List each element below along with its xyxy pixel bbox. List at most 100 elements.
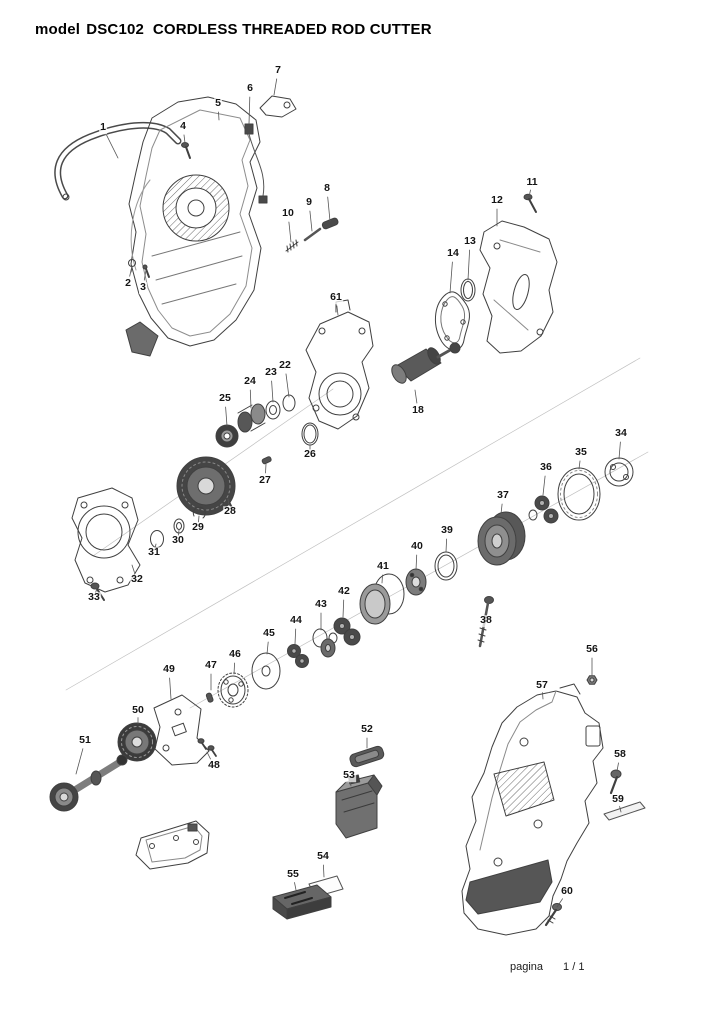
leader-line-54 — [322, 864, 325, 878]
leader-line-39 — [445, 538, 448, 553]
leader-line-18 — [414, 389, 418, 404]
part-40-gear-disc — [405, 568, 427, 596]
leader-line-55 — [294, 882, 297, 891]
leader-line-36 — [542, 475, 546, 496]
leader-line-42 — [342, 599, 345, 618]
part-29-c-ring — [192, 506, 206, 519]
leader-line-48 — [206, 751, 211, 760]
part-14-gasket — [435, 291, 470, 351]
leader-line-37 — [500, 503, 503, 515]
part-39-washer — [434, 551, 458, 581]
leader-line-27 — [265, 463, 267, 474]
footer-page-number: 1 / 1 — [563, 961, 585, 973]
leader-line-38 — [486, 602, 489, 614]
part-55-terminal-block — [272, 884, 332, 920]
leader-line-22 — [285, 373, 290, 398]
leader-line-28 — [227, 498, 230, 506]
part-53-switch — [335, 774, 383, 839]
part-10-spring — [285, 239, 299, 253]
title-model-label: model — [35, 21, 81, 38]
part-22-ring — [282, 394, 296, 412]
part-5-motor-housing — [125, 96, 262, 357]
leader-line-25 — [225, 406, 228, 427]
part-3-pin — [142, 264, 150, 278]
leader-line-30 — [178, 529, 180, 536]
leader-line-58 — [616, 762, 619, 772]
leader-line-32 — [131, 564, 135, 573]
leader-line-5 — [218, 111, 220, 121]
part-25-bearing — [215, 424, 239, 448]
part-26-ring — [301, 422, 319, 446]
leader-line-9 — [309, 210, 313, 232]
part-27-key — [261, 456, 272, 465]
leader-line-46 — [233, 662, 236, 675]
leader-line-24 — [249, 389, 252, 409]
leader-line-8 — [327, 196, 331, 222]
part-56-nut — [586, 675, 598, 685]
leader-line-41 — [381, 574, 383, 584]
leader-line-61 — [336, 305, 339, 316]
axis-lines — [65, 357, 649, 709]
part-52-slide-button — [349, 745, 385, 768]
part-23-washer — [265, 400, 281, 420]
part-6-connector-wire — [244, 123, 268, 204]
part-49-baffle-plate — [153, 694, 210, 766]
part-36-planet-gears — [528, 495, 559, 524]
leader-line-44 — [294, 628, 297, 645]
leader-line-34 — [618, 441, 621, 460]
leader-line-14 — [449, 261, 453, 294]
part-31-ring — [150, 530, 164, 548]
part-7-bracket — [259, 95, 297, 118]
part-32-bearing-bracket — [71, 487, 141, 593]
bevel-gear-drum — [176, 456, 236, 516]
part-43-washers — [312, 628, 336, 658]
part-13-o-ring — [460, 278, 476, 302]
part-51-armature — [49, 754, 128, 812]
part-58-screw — [609, 769, 622, 795]
leader-line-10 — [288, 221, 292, 243]
leader-lines — [75, 78, 622, 908]
part-24-pinion — [237, 403, 266, 433]
part-57-handle-housing — [461, 683, 604, 936]
leader-line-2 — [129, 265, 133, 277]
part-59-strip — [603, 801, 646, 821]
part-8-roller — [321, 217, 339, 230]
part-33-screw — [90, 582, 105, 601]
leader-line-3 — [143, 269, 147, 281]
leader-line-57 — [542, 692, 544, 700]
leader-line-29 — [198, 515, 200, 523]
part-61-gear-plate — [305, 299, 374, 430]
leader-line-1 — [106, 134, 119, 159]
leader-line-33 — [95, 587, 98, 594]
part-46-gear-plate — [217, 672, 249, 708]
leader-line-40 — [415, 554, 418, 571]
part-42-planet-gears — [328, 617, 361, 646]
part-37-clutch-housing — [477, 511, 526, 566]
page-title: model DSC102 CORDLESS THREADED ROD CUTTER — [35, 21, 432, 38]
leader-line-7 — [273, 78, 278, 96]
part-18-spindle — [391, 342, 461, 384]
part-38-bolt — [477, 596, 494, 648]
part-12-gear-housing-cover — [479, 220, 558, 354]
part-41-gear-drum — [359, 573, 405, 625]
leader-line-11 — [528, 189, 531, 198]
leader-line-13 — [467, 249, 471, 281]
leader-line-59 — [619, 805, 622, 813]
leader-line-23 — [271, 380, 274, 403]
part-50-rotor-fan — [117, 722, 157, 762]
part-48-screws — [197, 738, 217, 757]
leader-line-45 — [266, 641, 269, 655]
part-34-end-cap — [604, 457, 634, 487]
leader-line-53 — [349, 780, 352, 787]
part-11-screw — [523, 193, 537, 213]
leader-line-6 — [248, 96, 251, 125]
part-60-screw — [544, 903, 562, 927]
title-model-name: DSC102 CORDLESS THREADED ROD CUTTER — [86, 21, 432, 38]
part-44-gears — [287, 644, 309, 668]
base-plate — [135, 820, 210, 870]
leader-line-60 — [556, 898, 563, 908]
leader-line-49 — [169, 677, 172, 700]
leader-line-51 — [75, 748, 84, 775]
